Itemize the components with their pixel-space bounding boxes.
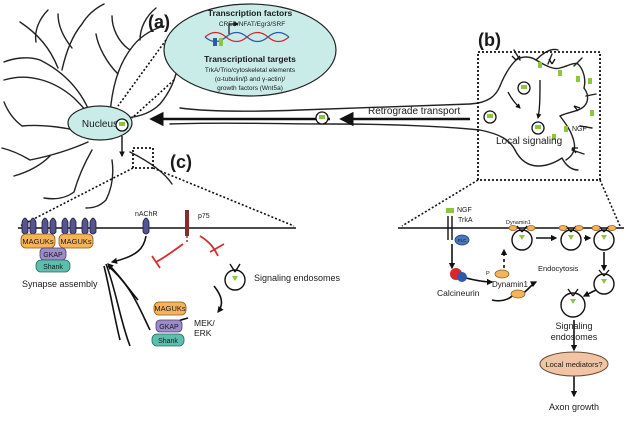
transcriptional-targets-line1: TrkA/Trio/cytoskeletal elements: [205, 67, 296, 74]
panel-c-zoom-lines: [19, 167, 295, 227]
dynamin-label: Dynamin1: [492, 280, 529, 289]
signaling-endosomes-label: Signaling endosomes: [254, 273, 341, 283]
panel-c-endosome-ngf: [232, 276, 238, 281]
panel-c-endosome-receptor: [229, 263, 241, 273]
dynamin-phospho-shape: [494, 269, 510, 279]
dynamin-active-shape: [510, 289, 526, 299]
gkap-label-top: GKAP: [43, 252, 63, 259]
panel-b-label: (b): [478, 30, 501, 50]
ngf-dots: [119, 62, 594, 140]
shank-box-top: [35, 259, 71, 273]
trka-receptor: [447, 216, 453, 240]
transcriptional-targets-line2: (α-tubulin/β and γ-actin)/: [215, 76, 286, 83]
retrograde-transport-label: Retrograde transport: [368, 106, 460, 117]
inhibition-marks: [151, 235, 225, 269]
shank-label-top: Shank: [43, 264, 63, 271]
growth-cone-ngf-label: NGF: [572, 126, 587, 133]
calcineurin-blue: [457, 272, 467, 282]
nucleus-label: Nucleus: [82, 119, 118, 130]
local-mediators-shape: [539, 351, 609, 377]
synapse-assembly-label: Synapse assembly: [22, 279, 98, 289]
growth-cone-receptors: [507, 55, 581, 154]
endosomes-label: endosomes: [551, 332, 598, 342]
mek-label: MEK/: [194, 318, 215, 328]
nucleus-shape: [67, 105, 133, 141]
panel-c-label: (c): [170, 152, 192, 172]
dynamin-top-label: Dynamin1: [506, 220, 531, 226]
maguks-box-left: [20, 233, 56, 249]
transcriptional-targets-title: Transcriptional targets: [204, 54, 296, 64]
endosome-receptors: [516, 225, 610, 297]
dynamin-rings: [508, 225, 617, 231]
retrograde-arrows: [119, 111, 470, 158]
shank-label-bottom: Shank: [158, 338, 178, 345]
endocytosis-label: Endocytosis: [538, 264, 579, 273]
gkap-box-bottom: [155, 319, 183, 333]
endocytosis-endosomes: [511, 229, 615, 318]
trka-label: TrkA: [458, 217, 473, 224]
endosome-ngf-dots: [519, 235, 607, 304]
panel-b-ngf-dot: [446, 208, 454, 213]
plc-shape: [454, 234, 470, 246]
p75-receptor: [185, 210, 189, 236]
local-mediators-label: Local mediators?: [545, 360, 602, 369]
transcription-factors-title: Transcription factors: [208, 8, 293, 18]
panel-c-box: [132, 147, 154, 169]
transcriptional-targets-line3: growth factors (Wnt5a): [217, 85, 283, 92]
p75-label: p75: [198, 213, 210, 220]
shank-box-bottom: [151, 333, 185, 347]
panel-c-arrows: [103, 235, 224, 347]
phospho-label: P: [486, 271, 490, 277]
maguks-label-left: MAGUKs: [22, 237, 54, 246]
transcription-factors-list: CREB/NFAT/Egr3/SRF: [219, 21, 285, 28]
calcineurin-label: Calcineurin: [437, 288, 480, 298]
dna-helix-icon: [204, 21, 290, 46]
maguks-box-right: [58, 233, 94, 249]
gkap-label-bottom: GKAP: [159, 324, 179, 331]
erk-label: ERK: [194, 328, 212, 338]
panel-b-ngf-label: NGF: [457, 207, 472, 214]
panel-b-zoom-lines: [401, 179, 621, 227]
signaling-label: Signaling: [555, 321, 592, 331]
maguks-box-bottom: [153, 301, 187, 316]
panel-a-label: (a): [148, 12, 170, 32]
nucleus-zoom-lines: [117, 39, 175, 119]
plc-label: PLC: [458, 238, 468, 243]
nachr-receptor-cluster: [21, 217, 150, 235]
nachr-label: nAChR: [135, 211, 158, 218]
transcription-bubble: [163, 3, 337, 97]
maguks-label-bottom: MAGUKs: [154, 304, 186, 313]
axon-growth-label: Axon growth: [549, 402, 599, 412]
panel-b-detail-arrows: [448, 234, 608, 398]
local-signaling-label: Local signaling: [496, 136, 562, 147]
panel-b-box: [477, 51, 601, 181]
maguks-label-right: MAGUKs: [60, 237, 92, 246]
